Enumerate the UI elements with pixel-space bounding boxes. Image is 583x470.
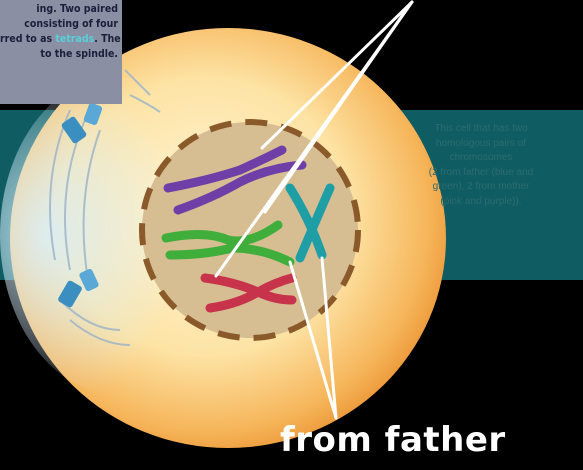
from-father-caption: from father bbox=[280, 420, 506, 460]
callout-line: homologous pairs of bbox=[406, 137, 556, 152]
top-left-callout: ing. Two paired consisting of four rred … bbox=[0, 0, 122, 104]
callout-line: rred to as tetrads. The bbox=[0, 32, 118, 47]
callout-line: (pink and purple)). bbox=[406, 195, 556, 210]
callout-line: consisting of four bbox=[0, 17, 118, 32]
callout-line: green), 2 from mother bbox=[406, 180, 556, 195]
callout-line: to the spindle. bbox=[0, 47, 118, 62]
right-callout: This cell that has two homologous pairs … bbox=[406, 122, 556, 209]
tetrads-term: tetrads bbox=[55, 33, 94, 45]
callout-line: chromosomes bbox=[406, 151, 556, 166]
callout-line: ing. Two paired bbox=[0, 2, 118, 17]
callout-line: (2 from father (blue and bbox=[406, 166, 556, 181]
callout-line: This cell that has two bbox=[406, 122, 556, 137]
